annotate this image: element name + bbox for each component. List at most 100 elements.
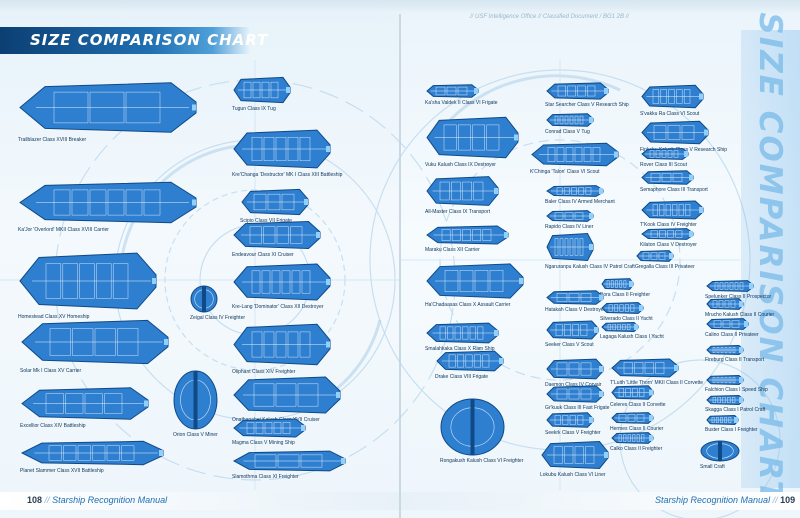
ships_right-ship-calino-class-ii-privateer	[705, 318, 750, 330]
ships_right-ship-lagaga-kalush-class-i-yacht	[600, 321, 640, 333]
ships_right-ship-k-chinga-talon-class-vi-scout	[530, 142, 620, 167]
fireburg-class-ii-transport-schematic	[706, 344, 744, 356]
ships_right-ship-all-master-class-ix-transport	[425, 175, 500, 207]
ship-label: Rapido Class IV Liner	[545, 224, 594, 230]
ship-label: Bora Class II Freighter	[600, 292, 651, 298]
ship-label: Mrucho Kalush Class II Courier	[705, 312, 775, 318]
ship-label: T'Kook Class IV Freighter	[640, 222, 697, 228]
ships_right-ship-falchion-class-i-speed-ship	[705, 374, 745, 386]
excellior-class-xiv-battleship-schematic	[21, 387, 149, 420]
ship-label: Seeker Class V Scout	[545, 342, 594, 348]
ships_right-ship-skagga-class-i-patrol-craft	[705, 394, 745, 406]
ka-sha-valdek-ii-class-vi-frigate-schematic	[426, 84, 479, 98]
ship-label: S'vakku Ra Class VI Scout	[640, 111, 700, 117]
ships_right-ship-drake-class-viii-frigate	[435, 350, 505, 372]
ships_right-ship-s-vakku-ra-class-vi-scout	[640, 84, 705, 109]
ship-label: Conrad Class V Tug	[545, 129, 590, 135]
ship-label: Hermes Class II Courier	[610, 426, 664, 432]
ships_right-ship-small-craft	[700, 440, 740, 462]
footer-left: 108 // Starship Recognition Manual	[27, 495, 167, 505]
ships_left-ship-endeavour-class-xi-cruiser	[232, 220, 322, 250]
ships_right-ship-t-kook-class-iv-freighter	[640, 200, 705, 220]
fipkchu-kalush-class-v-research-ship-schematic	[641, 120, 709, 145]
conrad-class-v-tug-schematic	[546, 113, 594, 127]
ship-label: Spelunker Class II Prospector	[705, 294, 772, 300]
star-searcher-class-v-research-ship-schematic	[546, 82, 609, 100]
ships_right-ship-smalahkaka-class-x-ram-ship	[425, 322, 500, 344]
ships_left-ship-kre-changa-destructor-mk-i-class-xiii-battleship	[232, 128, 332, 170]
ships_right-ship-silverado-class-ii-yacht	[600, 302, 645, 314]
right-page-number: 109	[780, 495, 796, 505]
right-separator: //	[772, 495, 778, 505]
hermes-class-ii-courier-schematic	[611, 412, 654, 424]
calko-class-ii-freighter-schematic	[611, 432, 654, 444]
zeigal-class-iv-freighter-schematic	[190, 285, 218, 313]
falchion-class-i-speed-ship-schematic	[706, 374, 744, 386]
ship-label: Homestead Class XV Homeship	[18, 314, 90, 320]
trailblazer-class-xviii-breaker-schematic	[19, 82, 197, 133]
ship-label: All-Master Class IX Transport	[425, 209, 491, 215]
ship-label: Rongakush Kalush Class VI Freighter	[440, 458, 524, 464]
mrucho-kalush-class-ii-courier-schematic	[706, 298, 744, 310]
ships_left-ship-trailblazer-class-xviii-breaker	[18, 80, 198, 135]
planet-slammer-class-xvii-battleship-schematic	[20, 440, 164, 466]
rapido-class-iv-liner-schematic	[546, 210, 594, 222]
ships_left-ship-planet-slammer-class-xvii-battleship	[20, 440, 165, 466]
ship-label: Buster Class I Freighter	[705, 427, 758, 433]
oliphant-class-xiv-freighter-schematic	[233, 323, 331, 366]
ships_right-ship-rover-class-iii-scout	[640, 148, 690, 160]
k-chinga-talon-class-vi-scout-schematic	[531, 142, 619, 167]
ships_right-ship-rongakush-kalush-class-vi-freighter	[440, 398, 505, 456]
ships_left-ship-kre-lang-dominator-class-xii-destroyer	[232, 262, 332, 302]
ships_right-ship-ngaruranpu-kalush-class-iv-patrol-craft	[545, 232, 595, 262]
ship-label: Drake Class VIII Frigate	[435, 374, 489, 380]
rongakush-kalush-class-vi-freighter-schematic	[440, 398, 505, 456]
title-banner	[0, 27, 250, 54]
side-title-banner	[741, 30, 800, 488]
ship-label: Baler Class IV Armed Merchant	[545, 199, 615, 205]
ships_right-ship-vuku-kalush-class-ix-destroyer	[425, 115, 520, 160]
ships_right-ship-spelunker-class-ii-prospector	[705, 280, 755, 292]
ship-label: T'Luith 'Little Thorn' MKII Class II Cor…	[610, 380, 704, 386]
buster-class-i-freighter-schematic	[706, 414, 739, 426]
ship-label: Solar Mk I Class XV Carrier	[20, 368, 82, 374]
ship-label: Tugun Class IX Tug	[232, 106, 276, 112]
s-vakku-ra-class-vi-scout-schematic	[641, 84, 704, 109]
bora-class-ii-freighter-schematic	[601, 278, 634, 290]
ships_right-ship-kilaton-class-v-destroyer	[640, 228, 695, 240]
ships_right-ship-hatakah-class-v-destroyer	[545, 290, 605, 305]
kilaton-class-v-destroyer-schematic	[641, 228, 694, 240]
ships_right-ship-ha-chadaasas-class-x-assault-carrier	[425, 262, 525, 300]
ship-label: Orion Class V Miner	[173, 432, 218, 438]
footer-right: Starship Recognition Manual // 109	[655, 495, 795, 505]
ship-label: Rover Class III Scout	[640, 162, 687, 168]
orion-class-v-miner-schematic	[173, 370, 218, 430]
ship-label: Ka'Jor 'Overlord' MKII Class XVIII Carri…	[18, 227, 109, 233]
ngaruranpu-kalush-class-iv-patrol-craft-schematic	[546, 232, 594, 262]
ships_left-ship-tugun-class-ix-tug	[232, 76, 292, 104]
ship-label: Kilaton Class V Destroyer	[640, 242, 697, 248]
ship-label: Seekrk Class V Freighter	[545, 430, 601, 436]
ships_right-ship-rapido-class-iv-liner	[545, 210, 595, 222]
ships_left-ship-zeigal-class-iv-freighter	[190, 285, 218, 313]
ship-label: Lagaga Kalush Class I Yacht	[600, 334, 664, 340]
ships_right-ship-bora-class-ii-freighter	[600, 278, 635, 290]
ship-label: Silverado Class II Yacht	[600, 316, 653, 322]
ships_left-ship-scipio-class-vii-frigate	[240, 188, 310, 216]
ships_right-ship-fipkchu-kalush-class-v-research-ship	[640, 120, 710, 145]
seeker-class-v-scout-schematic	[546, 320, 599, 340]
ships_right-ship-calko-class-ii-freighter	[610, 432, 655, 444]
ship-label: Vuku Kalush Class IX Destroyer	[425, 162, 496, 168]
ships_right-ship-hermes-class-ii-courier	[610, 412, 655, 424]
ships_right-ship-mrucho-kalush-class-ii-courier	[705, 298, 745, 310]
ship-label: K'Chinga 'Talon' Class VI Scout	[530, 169, 600, 175]
ship-label: Maraku Class XII Carrier	[425, 247, 480, 253]
rover-class-iii-scout-schematic	[641, 148, 689, 160]
solar-mk-i-class-xv-carrier-schematic	[21, 319, 169, 365]
ship-label: Lokubu Kalush Class VI Liner	[540, 472, 606, 478]
ships_right-ship-gr-kuuk-class-iii-fast-frigate	[545, 385, 605, 403]
ha-chadaasas-class-x-assault-carrier-schematic	[426, 263, 524, 299]
top-strip	[0, 0, 800, 14]
all-master-class-ix-transport-schematic	[426, 176, 499, 206]
